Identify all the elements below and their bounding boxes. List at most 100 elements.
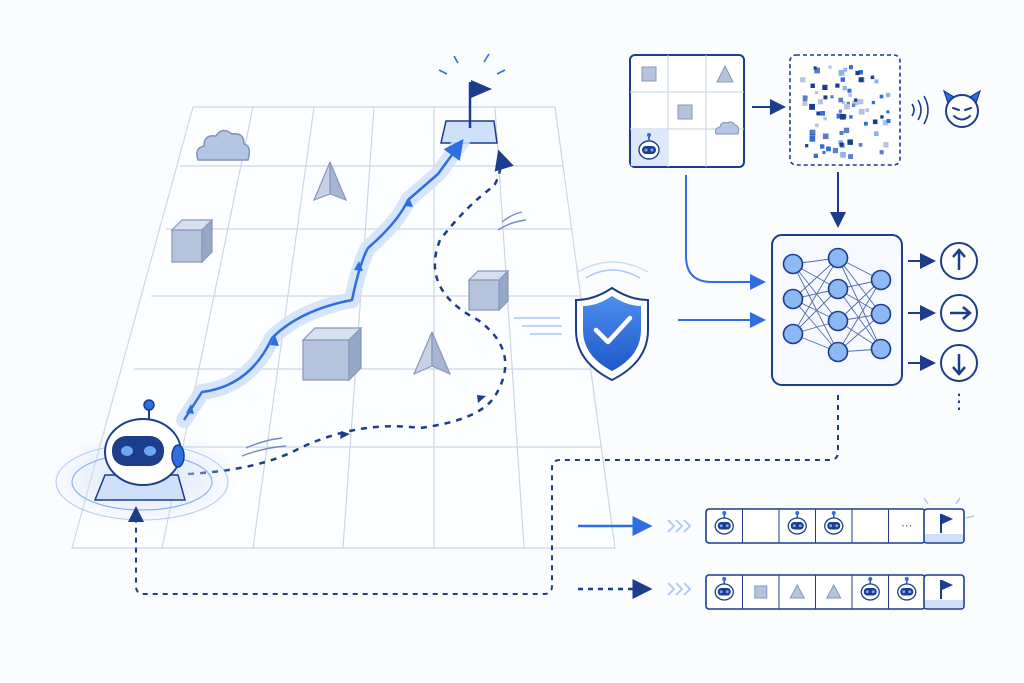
noise-pixel — [800, 77, 806, 83]
nn-node — [870, 303, 892, 325]
noise-pixel — [838, 97, 843, 103]
box-icon — [754, 585, 768, 599]
noise-pixel — [813, 153, 818, 158]
noise-pixel — [802, 95, 807, 100]
nn-node — [827, 278, 849, 300]
robot-icon — [787, 511, 807, 535]
noise-pixel — [886, 119, 891, 123]
safe-trajectory — [176, 133, 470, 428]
noise-pixel — [805, 144, 809, 148]
noise-pixel — [810, 83, 815, 88]
flag-icon — [940, 514, 953, 533]
trajectory-strip-safe: ··· — [705, 508, 965, 544]
robot-icon — [824, 511, 844, 535]
nn-edge — [792, 288, 839, 335]
noise-pixel — [810, 129, 816, 135]
flag-icon — [940, 580, 953, 599]
nn-node — [827, 247, 849, 269]
noise-pixel — [886, 110, 890, 114]
noise-pixel — [826, 146, 831, 152]
strip-ellipsis: ··· — [901, 519, 912, 533]
noise-pixel — [832, 147, 839, 154]
noise-pixel — [836, 113, 842, 119]
flag-icon — [438, 53, 506, 128]
noise-pixel — [849, 65, 853, 70]
risky-trajectory — [187, 149, 527, 476]
nn-edge — [792, 257, 839, 335]
pyramid-icon — [789, 583, 806, 599]
obs-to-policy-arrow — [685, 175, 766, 290]
noise-pixel — [848, 154, 853, 159]
goal-sparkle — [923, 497, 975, 519]
cloud-obstacle — [196, 129, 251, 161]
robot-icon — [897, 577, 917, 601]
devil-icon — [942, 89, 982, 128]
noise-pixel — [838, 140, 843, 145]
robot-icon — [860, 577, 880, 601]
noise-pixel — [840, 113, 846, 120]
noise-pixel — [870, 75, 875, 80]
up-arrow-icon — [940, 242, 978, 280]
nn-edge — [837, 257, 882, 315]
noise-pixel — [842, 101, 845, 105]
robot-agent — [50, 399, 240, 526]
noise-pixel — [838, 109, 842, 113]
noise-pixel — [840, 77, 845, 82]
noise-pixel — [823, 95, 828, 100]
noise-pixel — [814, 123, 819, 128]
robot-icon — [714, 577, 734, 601]
nn-edge — [792, 298, 839, 353]
noise-pixel — [864, 121, 868, 126]
noise-pixel — [858, 99, 864, 105]
noise-pixel — [847, 88, 852, 93]
legend-solid-line — [578, 516, 692, 536]
noise-icon — [789, 54, 901, 166]
noise-pixel — [820, 144, 825, 149]
noise-pixel — [853, 100, 859, 106]
noise-pixel — [854, 98, 858, 102]
noise-pixel — [858, 77, 864, 83]
trajectory-strip-risky — [705, 574, 965, 610]
action-outputs: ⋮ — [908, 242, 978, 413]
noise-pixel — [858, 70, 863, 75]
noise-pixel — [840, 152, 846, 158]
noise-pixel — [817, 99, 823, 105]
noise-pixel — [847, 139, 853, 145]
legend-dashed-line — [578, 579, 692, 599]
nn-edge — [792, 263, 839, 353]
noise-pixel — [843, 67, 848, 72]
nn-edge — [837, 257, 882, 350]
noise-pixel — [874, 131, 879, 136]
noise-pixel — [858, 143, 863, 147]
noise-pixel — [883, 142, 889, 148]
noise-pixel — [879, 94, 884, 99]
noise-pixel — [879, 150, 884, 155]
noise-pixel — [830, 95, 834, 99]
noise-pixel — [822, 84, 828, 90]
noise-pixel — [885, 92, 891, 98]
noise-pixel — [839, 131, 844, 135]
noise-pixel — [815, 91, 819, 95]
noise-pixel — [820, 111, 825, 116]
nn-edge — [837, 288, 882, 350]
nn-node — [870, 338, 892, 360]
noise-pixel — [874, 79, 879, 84]
observation-grid — [629, 54, 745, 168]
nn-node — [782, 288, 804, 310]
noise-pixel — [882, 120, 889, 126]
noise-pixel — [809, 103, 815, 110]
noise-pixel — [849, 115, 853, 119]
noise-pixel — [838, 69, 845, 76]
box-obstacle — [301, 326, 363, 382]
noise-pixel — [809, 136, 816, 142]
noise-pixel — [844, 103, 850, 110]
noise-pixel — [828, 65, 832, 69]
noise-pixel — [846, 101, 850, 106]
more-actions-symbol: ⋮ — [949, 389, 969, 413]
noise-pixel — [822, 133, 829, 140]
noise-pixel — [843, 127, 850, 134]
neural-network-icon — [771, 234, 903, 386]
pyramid-obstacle — [312, 161, 348, 202]
noise-pixel — [842, 86, 847, 91]
